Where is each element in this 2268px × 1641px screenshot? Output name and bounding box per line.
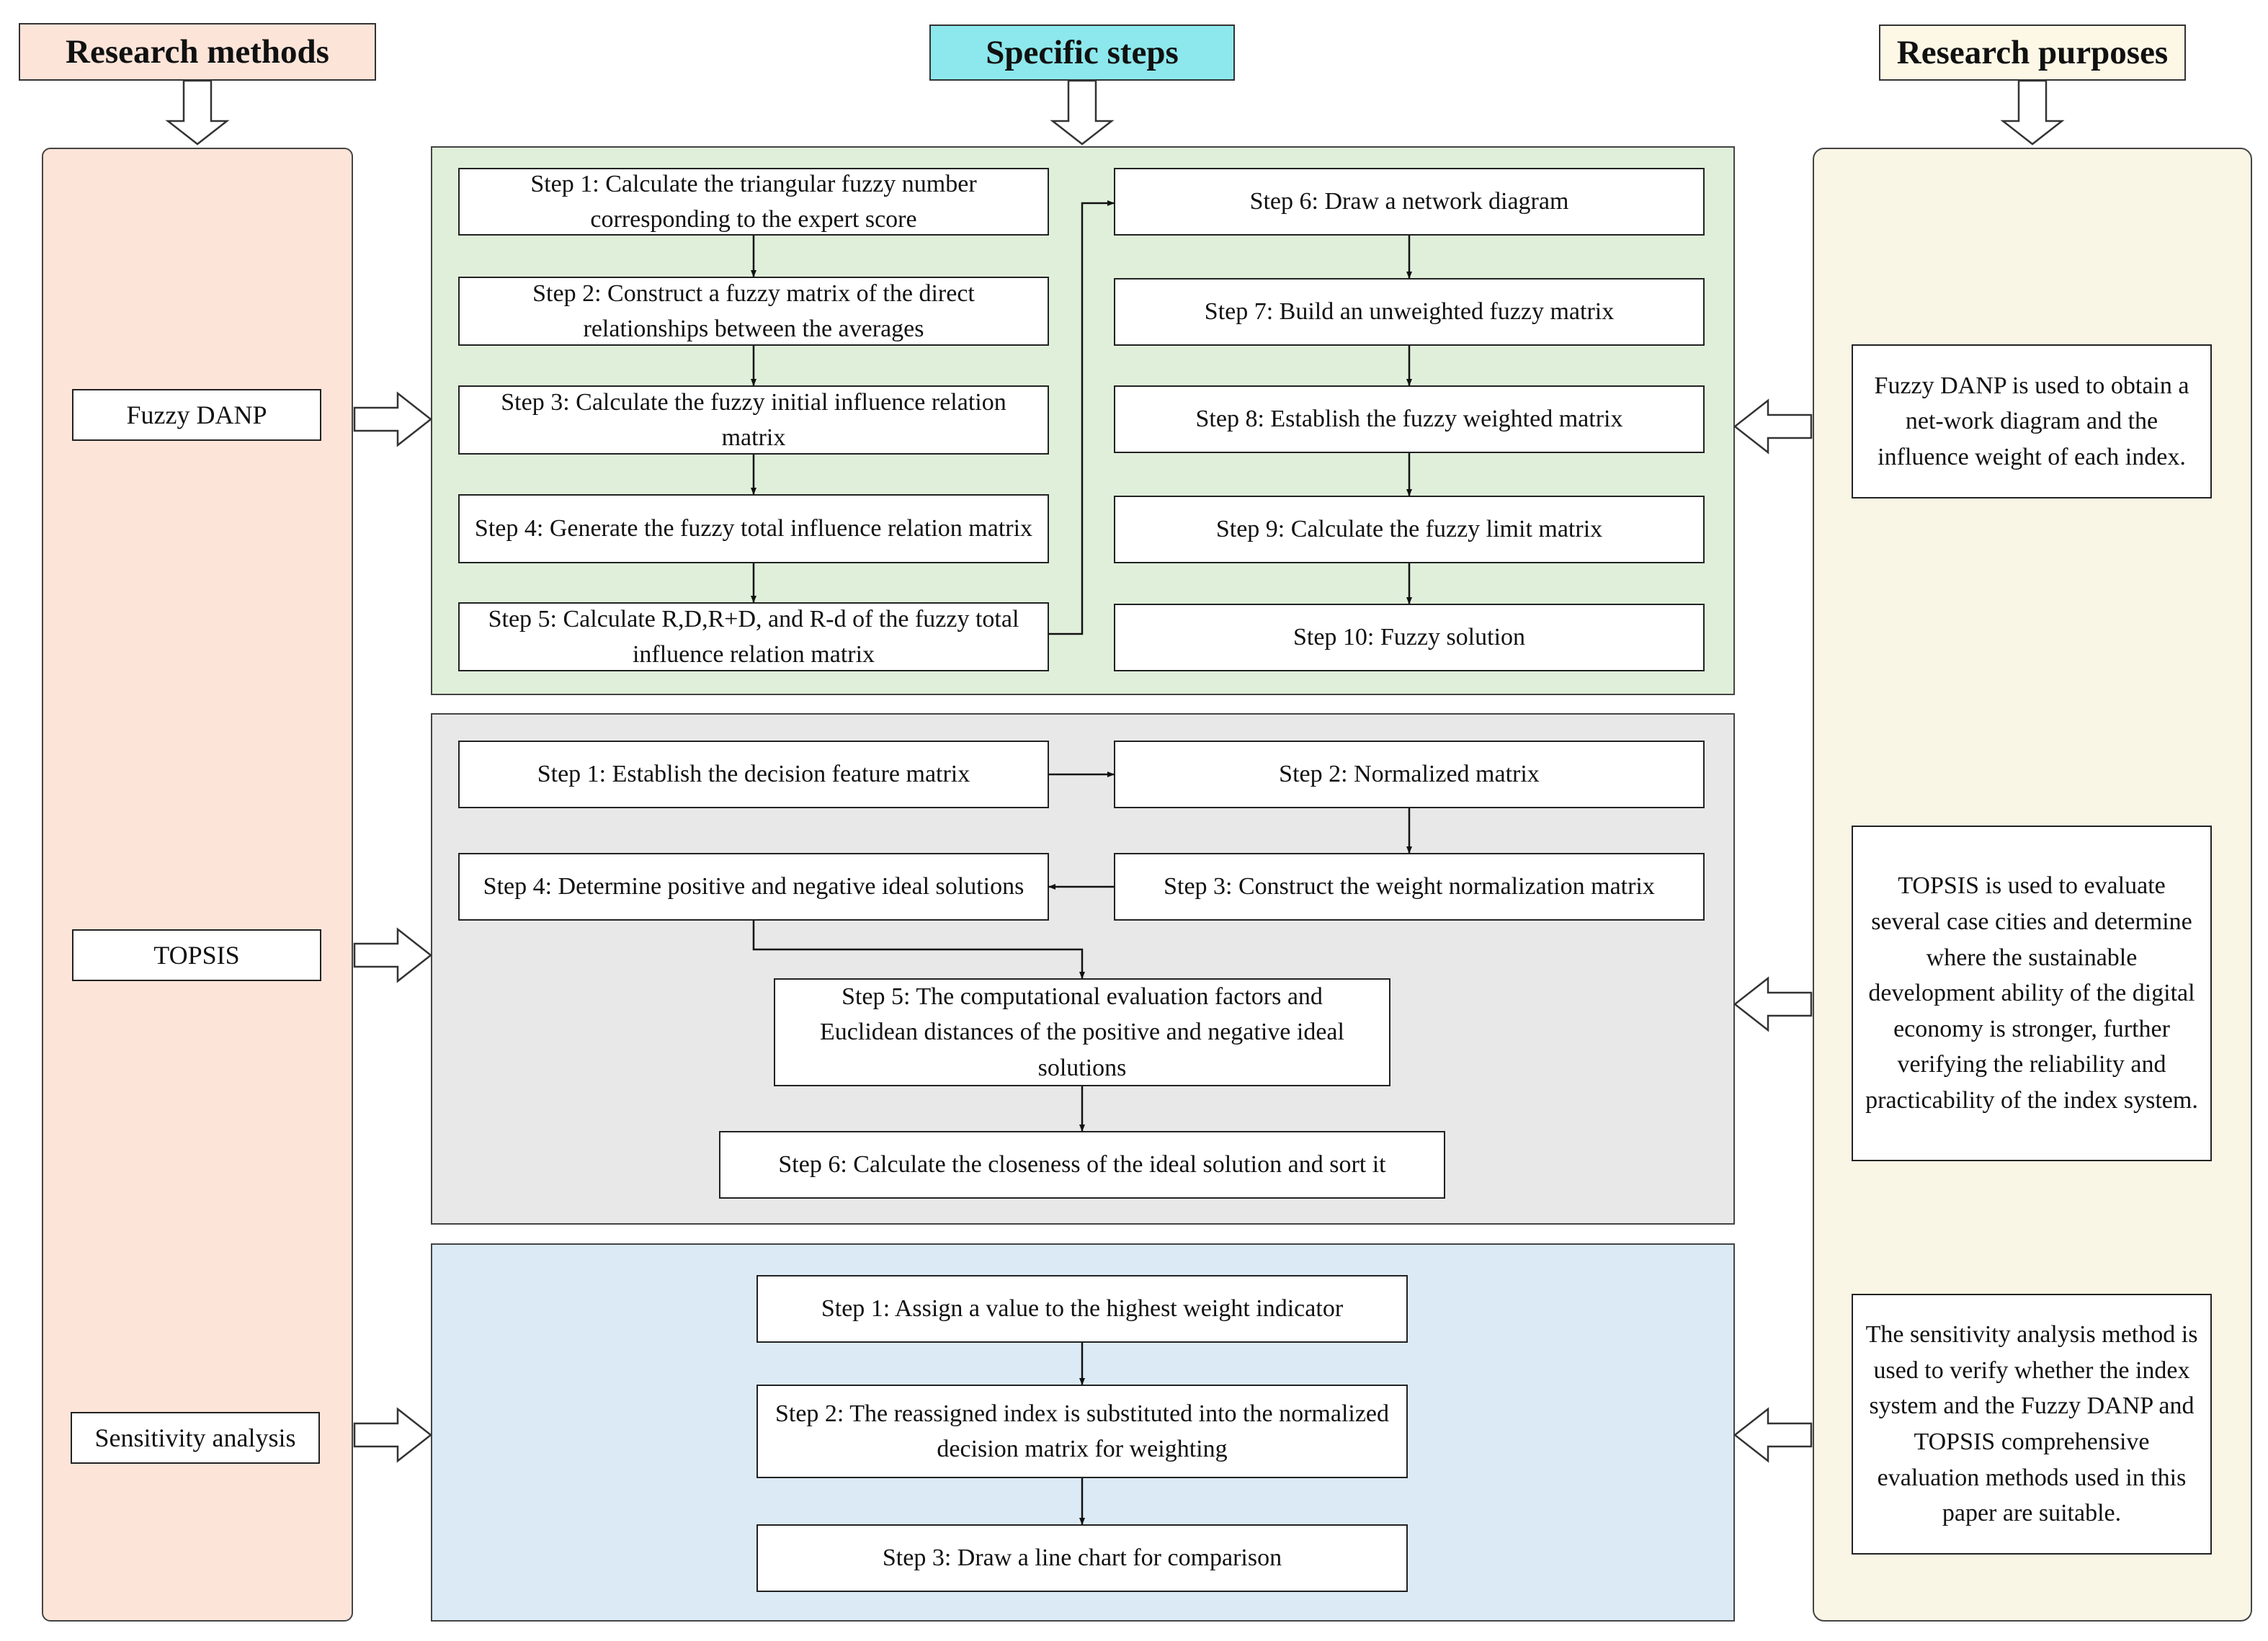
topsis-step-4: Step 4: Determine positive and negative … [458,853,1049,921]
sensitivity-right-arrow [353,1407,433,1463]
topsis-step-1: Step 1: Establish the decision feature m… [458,741,1049,808]
topsis-arrow-4-5 [752,921,1085,979]
research-purposes-header: Research purposes [1879,24,2186,81]
specific-steps-header: Specific steps [929,24,1235,81]
danp-step-10: Step 10: Fuzzy solution [1114,604,1705,671]
danp-step-5: Step 5: Calculate R,D,R+D, and R-d of th… [458,602,1049,671]
sensitivity-step-3: Step 3: Draw a line chart for comparison [756,1524,1408,1592]
sensitivity-step-2: Step 2: The reassigned index is substitu… [756,1385,1408,1478]
danp-arrow-5-6 [1049,200,1115,635]
sensitivity-left-arrow [1733,1407,1813,1463]
method-fuzzy-danp: Fuzzy DANP [72,389,321,441]
steps-down-arrow [1050,79,1115,146]
topsis-step-2: Step 2: Normalized matrix [1114,741,1705,808]
danp-step-2: Step 2: Construct a fuzzy matrix of the … [458,277,1049,346]
danp-right-arrow [353,391,433,447]
danp-step-7: Step 7: Build an unweighted fuzzy matrix [1114,278,1705,346]
method-sensitivity-analysis: Sensitivity analysis [71,1412,320,1464]
sensitivity-step-1: Step 1: Assign a value to the highest we… [756,1275,1408,1343]
purpose-fuzzy-danp: Fuzzy DANP is used to obtain a net-work … [1852,344,2212,498]
danp-step-1: Step 1: Calculate the triangular fuzzy n… [458,168,1049,236]
topsis-step-3: Step 3: Construct the weight normalizati… [1114,853,1705,921]
danp-left-arrow [1733,398,1813,455]
topsis-step-5: Step 5: The computational evaluation fac… [774,978,1390,1086]
methods-down-arrow [165,79,230,146]
topsis-step-6: Step 6: Calculate the closeness of the i… [719,1131,1445,1199]
danp-step-6: Step 6: Draw a network diagram [1114,168,1705,236]
danp-step-8: Step 8: Establish the fuzzy weighted mat… [1114,385,1705,453]
research-methods-header: Research methods [19,23,376,81]
purpose-sensitivity-analysis: The sensitivity analysis method is used … [1852,1294,2212,1555]
topsis-right-arrow [353,927,433,983]
purpose-topsis: TOPSIS is used to evaluate several case … [1852,826,2212,1161]
danp-step-9: Step 9: Calculate the fuzzy limit matrix [1114,496,1705,563]
danp-step-3: Step 3: Calculate the fuzzy initial infl… [458,385,1049,455]
danp-step-4: Step 4: Generate the fuzzy total influen… [458,494,1049,563]
topsis-left-arrow [1733,976,1813,1032]
purposes-down-arrow [2000,79,2065,146]
method-topsis: TOPSIS [72,929,321,981]
